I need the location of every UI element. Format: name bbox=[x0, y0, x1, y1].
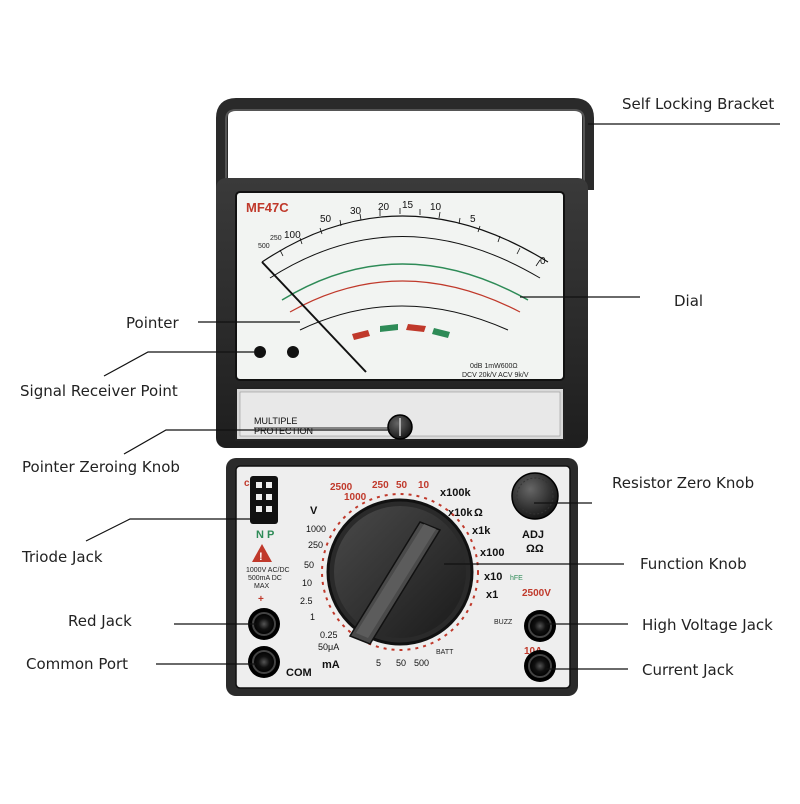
hfe-label: hFE bbox=[510, 575, 523, 582]
warning-text-3: MAX bbox=[254, 583, 270, 590]
self-locking-bracket[interactable] bbox=[216, 98, 594, 190]
dial: MF47C 50 30 20 15 10 5 0 500 250 100 0dB… bbox=[235, 191, 565, 381]
hv-label: 2500V bbox=[522, 588, 551, 599]
callout-function-knob: Function Knob bbox=[640, 555, 747, 573]
dial-scale-7: 0 bbox=[540, 256, 546, 267]
leader-triode-jack bbox=[85, 518, 256, 542]
range-top-4: 10 bbox=[418, 480, 430, 491]
callout-pointer-zeroing-knob: Pointer Zeroing Knob bbox=[22, 458, 180, 476]
common-port-jack[interactable] bbox=[252, 650, 276, 674]
plus-label: + bbox=[258, 594, 264, 605]
function-knob[interactable] bbox=[321, 493, 479, 651]
range-bottom-2: 50 bbox=[396, 658, 406, 668]
signal-receiver-point-1 bbox=[254, 346, 266, 358]
v-label: V bbox=[310, 505, 318, 517]
callout-dial: Dial bbox=[674, 292, 704, 310]
warning-text-1: 1000V AC/DC bbox=[246, 567, 290, 574]
range-right-4: x100 bbox=[480, 547, 504, 559]
ma-label: mA bbox=[322, 659, 340, 671]
range-top-2: 250 bbox=[372, 480, 389, 491]
leader-signal-receiver bbox=[103, 351, 254, 377]
dial-dcv-text: DCV 20k/V ACV 9k/V bbox=[462, 372, 529, 379]
np-label: N P bbox=[256, 529, 274, 541]
red-jack[interactable] bbox=[252, 612, 276, 636]
warning-icon: ! bbox=[252, 544, 272, 563]
protection-label: PROTECTION bbox=[254, 426, 313, 436]
leader-pointer-zeroing bbox=[123, 429, 390, 455]
callout-self-locking-bracket: Self Locking Bracket bbox=[622, 95, 775, 113]
dial-scale-left-1: 500 bbox=[258, 243, 270, 250]
adj-label: ADJ bbox=[522, 529, 544, 541]
dial-scale-6: 5 bbox=[470, 214, 476, 225]
dial-scale-1: 50 bbox=[320, 214, 332, 225]
warning-text-2: 500mA DC bbox=[248, 575, 282, 582]
buzz-label: BUZZ bbox=[494, 619, 513, 626]
range-left-7: 0.25 bbox=[320, 630, 338, 640]
com-label: COM bbox=[286, 667, 312, 679]
range-left-3: 50 bbox=[304, 560, 314, 570]
dial-db-text: 0dB 1mW600Ω bbox=[470, 363, 518, 370]
high-voltage-jack[interactable] bbox=[528, 614, 552, 638]
range-top-1: 2500 bbox=[330, 482, 353, 493]
range-left-6: 1 bbox=[310, 612, 315, 622]
range-top-5: 1000 bbox=[344, 492, 367, 503]
dial-scale-5: 10 bbox=[430, 202, 442, 213]
range-right-3: x1k bbox=[472, 525, 491, 537]
leader-lines bbox=[85, 123, 780, 670]
range-right-6: x1 bbox=[486, 589, 498, 601]
range-bottom-3: 500 bbox=[414, 658, 429, 668]
range-left-8: 50μA bbox=[318, 642, 339, 652]
range-right-1: x100k bbox=[440, 487, 471, 499]
callout-common-port: Common Port bbox=[26, 655, 129, 673]
range-left-5: 2.5 bbox=[300, 596, 313, 606]
callout-signal-receiver-point: Signal Receiver Point bbox=[20, 382, 178, 400]
range-bottom-1: 5 bbox=[376, 658, 381, 668]
triode-jack[interactable] bbox=[250, 476, 278, 524]
protection-panel: MULTIPLE PROTECTION bbox=[235, 387, 565, 441]
dial-scale-3: 20 bbox=[378, 202, 390, 213]
svg-text:!: ! bbox=[259, 551, 263, 563]
range-left-4: 10 bbox=[302, 578, 312, 588]
callout-resistor-zero-knob: Resistor Zero Knob bbox=[612, 474, 755, 492]
signal-receiver-point-2 bbox=[287, 346, 299, 358]
dial-scale-4: 15 bbox=[402, 200, 414, 211]
dial-scale-2: 30 bbox=[350, 206, 362, 217]
model-label: MF47C bbox=[246, 200, 289, 215]
range-left-1: 1000 bbox=[306, 524, 326, 534]
callout-pointer: Pointer bbox=[126, 314, 179, 332]
multiple-label: MULTIPLE bbox=[254, 416, 297, 426]
current-label: 10A bbox=[524, 646, 542, 657]
callout-red-jack: Red Jack bbox=[68, 612, 132, 630]
omega-label: Ω bbox=[474, 507, 483, 519]
callout-current-jack: Current Jack bbox=[642, 661, 734, 679]
callout-high-voltage-jack: High Voltage Jack bbox=[642, 616, 773, 634]
range-top-3: 50 bbox=[396, 480, 408, 491]
batt-label: BATT bbox=[436, 649, 454, 656]
current-jack[interactable] bbox=[528, 654, 552, 678]
resistor-zero-knob[interactable] bbox=[511, 472, 559, 520]
range-left-2: 250 bbox=[308, 540, 323, 550]
dial-scale-left-3: 100 bbox=[284, 230, 301, 241]
ohm-zero-label: ΩΩ bbox=[526, 543, 544, 555]
svg-text:c: c bbox=[244, 478, 250, 489]
range-right-2: x10k bbox=[448, 507, 473, 519]
callout-triode-jack: Triode Jack bbox=[22, 548, 103, 566]
dial-scale-left-2: 250 bbox=[270, 235, 282, 242]
pointer bbox=[261, 261, 367, 373]
range-right-5: x10 bbox=[484, 571, 502, 583]
